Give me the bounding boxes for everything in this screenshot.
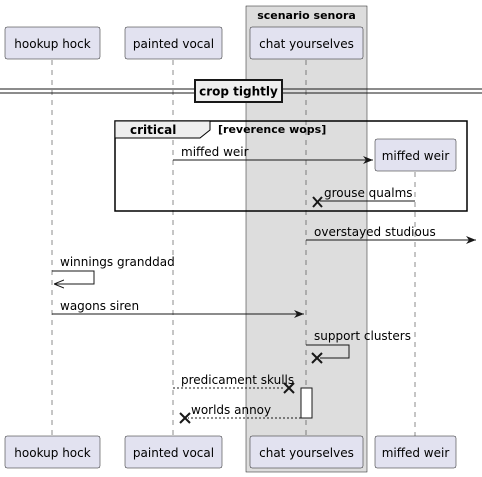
participant-label: painted vocal: [133, 37, 214, 51]
divider-crop-tightly: crop tightly: [0, 79, 482, 103]
message-label: wagons siren: [60, 299, 139, 313]
group-critical: critical [reverence wops]: [114, 120, 468, 212]
participant-chat-yourselves-top[interactable]: chat yourselves: [249, 26, 364, 60]
message-label: miffed weir: [181, 145, 249, 159]
group-condition: [reverence wops]: [218, 123, 326, 136]
message-overstayed-studious: overstayed studious: [306, 225, 476, 244]
divider-label: crop tightly: [199, 85, 278, 99]
message-grouse-qualms: grouse qualms: [312, 186, 415, 208]
participant-hookup-hock-bottom[interactable]: hookup hock: [4, 435, 101, 469]
message-miffed-weir: miffed weir: [173, 145, 373, 164]
message-label: overstayed studious: [314, 225, 436, 239]
participant-label: miffed weir: [382, 446, 450, 460]
message-support-clusters: support clusters: [306, 329, 411, 364]
message-worlds-annoy: worlds annoy: [179, 403, 301, 424]
participant-chat-yourselves-bottom[interactable]: chat yourselves: [249, 435, 364, 469]
box-title: scenario senora: [257, 9, 356, 22]
group-keyword: critical: [130, 123, 176, 137]
participant-label: miffed weir: [382, 149, 450, 163]
participant-hookup-hock-top[interactable]: hookup hock: [4, 26, 101, 60]
participant-painted-vocal-top[interactable]: painted vocal: [124, 26, 223, 60]
participant-miffed-weir-created[interactable]: miffed weir: [374, 138, 457, 172]
message-label: predicament skulls: [181, 373, 294, 387]
participant-miffed-weir-bottom[interactable]: miffed weir: [374, 435, 457, 469]
message-label: support clusters: [314, 329, 411, 343]
activation-bar: [300, 387, 313, 419]
message-winnings-granddad: winnings granddad: [52, 255, 175, 284]
participant-label: chat yourselves: [259, 446, 354, 460]
participant-label: hookup hock: [14, 446, 90, 460]
message-label: winnings granddad: [60, 255, 175, 269]
participant-label: chat yourselves: [259, 37, 354, 51]
message-label: worlds annoy: [191, 403, 271, 417]
participant-label: hookup hock: [14, 37, 90, 51]
participant-painted-vocal-bottom[interactable]: painted vocal: [124, 435, 223, 469]
participant-label: painted vocal: [133, 446, 214, 460]
message-predicament-skulls: predicament skulls: [173, 373, 295, 394]
message-wagons-siren: wagons siren: [52, 299, 304, 318]
message-label: grouse qualms: [324, 186, 413, 200]
